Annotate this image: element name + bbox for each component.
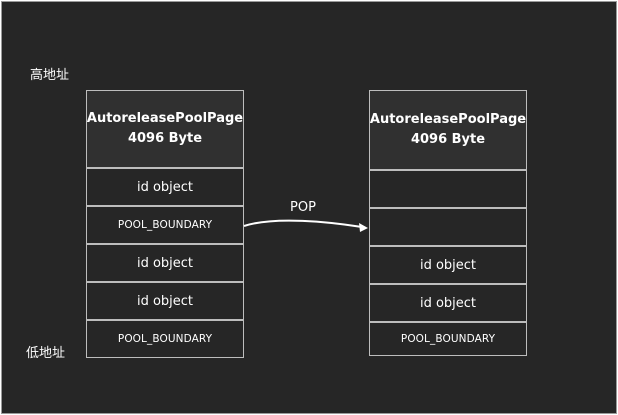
high-address-label: 高地址 <box>30 68 70 83</box>
right-cell-empty <box>369 170 527 208</box>
right-cell-empty <box>369 208 527 246</box>
right-page-header: AutoreleasePoolPage 4096 Byte <box>369 90 527 170</box>
left-cell-id-object: id object <box>86 282 244 320</box>
pop-arrow-head <box>359 223 368 232</box>
left-cell-id-object: id object <box>86 244 244 282</box>
right-cell-id-object: id object <box>369 284 527 322</box>
pop-arrow-label: POP <box>290 200 316 215</box>
right-cell-pool-boundary: POOL_BOUNDARY <box>369 322 527 356</box>
left-page-size: 4096 Byte <box>127 131 203 146</box>
left-page-header: AutoreleasePoolPage 4096 Byte <box>86 90 244 168</box>
left-cell-id-object: id object <box>86 168 244 206</box>
right-page-title: AutoreleasePoolPage <box>369 112 527 127</box>
low-address-label: 低地址 <box>26 346 66 361</box>
left-page-title: AutoreleasePoolPage <box>86 111 244 126</box>
left-cell-pool-boundary: POOL_BOUNDARY <box>86 206 244 244</box>
left-cell-pool-boundary: POOL_BOUNDARY <box>86 320 244 358</box>
right-page-size: 4096 Byte <box>410 132 486 147</box>
right-cell-id-object: id object <box>369 246 527 284</box>
pop-arrow-line <box>243 219 363 228</box>
